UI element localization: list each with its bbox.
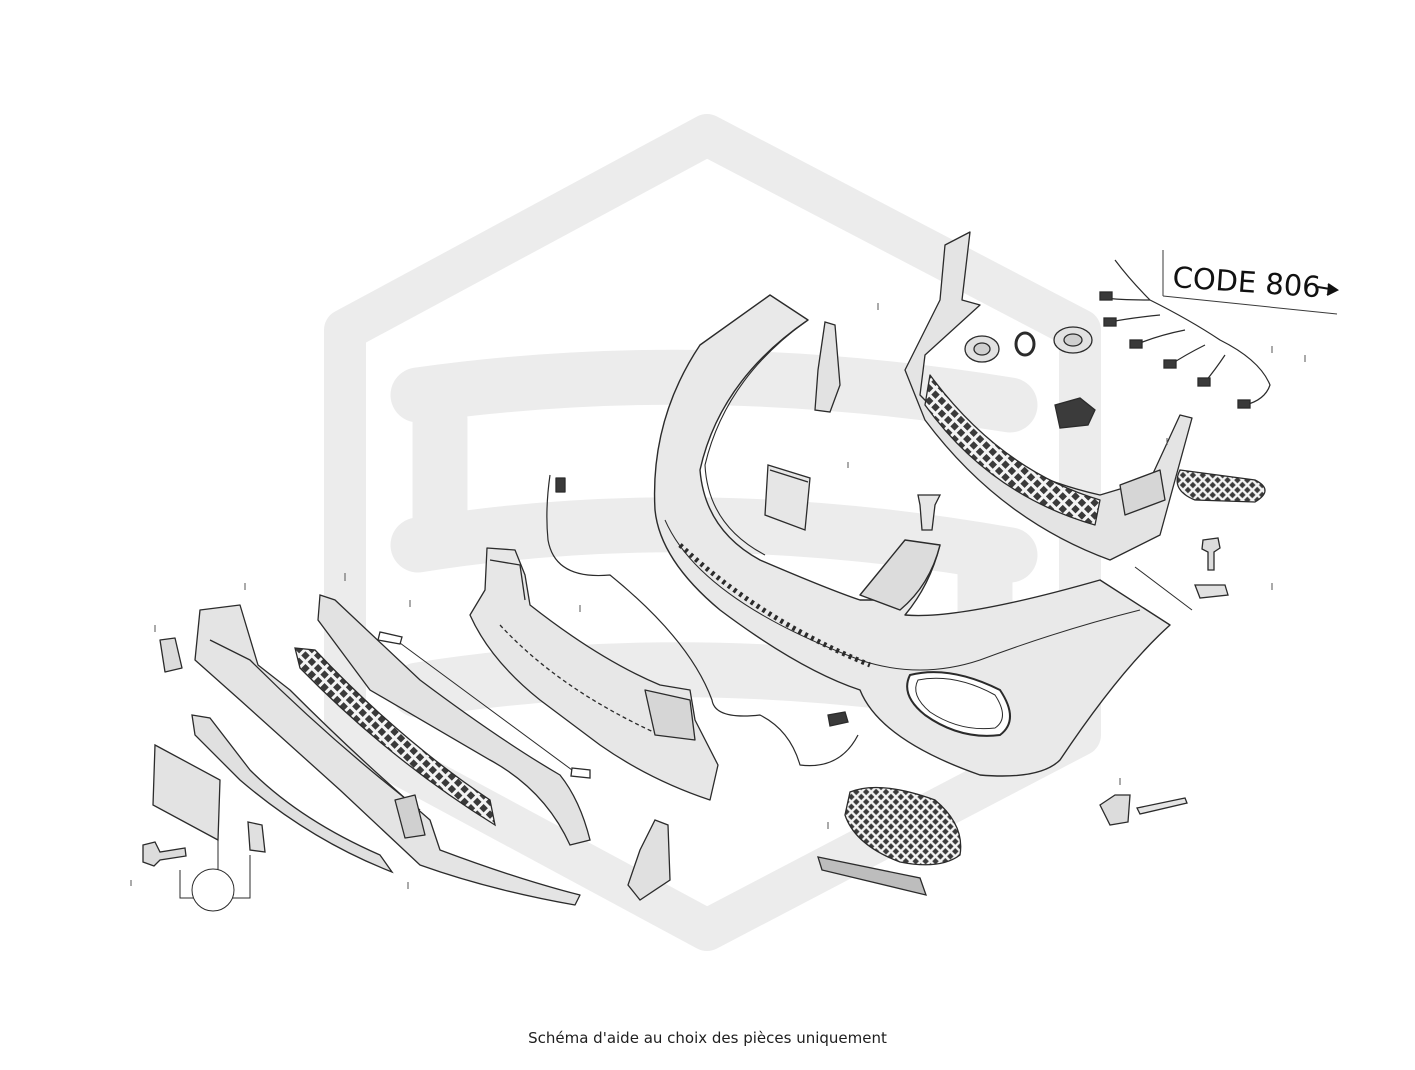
license-plate-parts: [142, 743, 266, 912]
sensor-group-top: [964, 259, 1271, 429]
left-side-bracket: [627, 819, 671, 901]
control-module: [764, 464, 811, 531]
diagram-caption: Schéma d'aide au choix des pièces unique…: [528, 1029, 887, 1047]
license-label-top: [377, 631, 403, 645]
rivet: [1136, 797, 1188, 815]
fog-light-grille: [844, 786, 962, 866]
lower-spoiler-tow-cover: [394, 794, 426, 839]
left-bracket-small: [159, 637, 183, 673]
fog-light-opening-rim: [915, 677, 1003, 730]
bolt: [142, 841, 187, 867]
fog-grille-parts: [817, 711, 962, 896]
sensor-ring: [1014, 331, 1036, 357]
impact-carrier-end: [644, 689, 696, 741]
push-clip: [917, 494, 942, 531]
lower-grille: [294, 647, 496, 827]
sensor-wiring-harness: [1104, 259, 1271, 406]
chrome-trim-strip: [817, 856, 928, 896]
upper-mesh-grille: [924, 374, 1101, 526]
clip-nut-right: [1194, 584, 1229, 599]
lower-trim: [317, 594, 591, 846]
lower-trim-strip: [317, 594, 591, 846]
impact-carrier-body: [469, 547, 719, 801]
bumper-cover-crease: [664, 519, 1141, 671]
center-small-parts: [764, 321, 942, 531]
bumper-cover-inner-edge: [704, 321, 806, 556]
upper-support: [904, 231, 1193, 561]
upper-support-bracket-right: [1119, 469, 1166, 516]
lower-rail-body: [191, 714, 394, 874]
harness-connector: [827, 711, 849, 727]
license-plate-holder: [152, 743, 221, 842]
screw-right: [1201, 537, 1221, 571]
impact-carrier: [469, 474, 859, 801]
detail-circle: [191, 868, 235, 912]
clip-bracket: [1099, 794, 1131, 826]
plate-clip: [247, 821, 266, 853]
right-side-parts: [1099, 469, 1266, 826]
sensor-holder: [1054, 397, 1096, 429]
code-806-label: CODE 806: [1162, 250, 1339, 315]
right-grille-insert: [1176, 469, 1266, 503]
bumper-cover: [653, 294, 1171, 777]
bumper-lower-flap: [859, 539, 941, 611]
reference-ticks: [130, 303, 1306, 889]
side-bracket-lower: [627, 819, 671, 901]
fog-light-opening: [906, 671, 1011, 737]
bumper-lower-lip: [678, 543, 871, 668]
license-label-bottom: [570, 767, 591, 779]
lower-spoiler-body: [194, 604, 581, 906]
lower-mesh-grille: [294, 647, 496, 827]
wiring-cable: [546, 474, 859, 767]
code-806-text: CODE 806: [1172, 260, 1322, 304]
bumper-cover-body: [653, 294, 1171, 777]
mounting-bracket-center: [814, 321, 841, 413]
lower-spoiler: [159, 604, 581, 906]
code-arrow-icon: [1317, 283, 1339, 296]
lower-rail: [191, 714, 394, 874]
